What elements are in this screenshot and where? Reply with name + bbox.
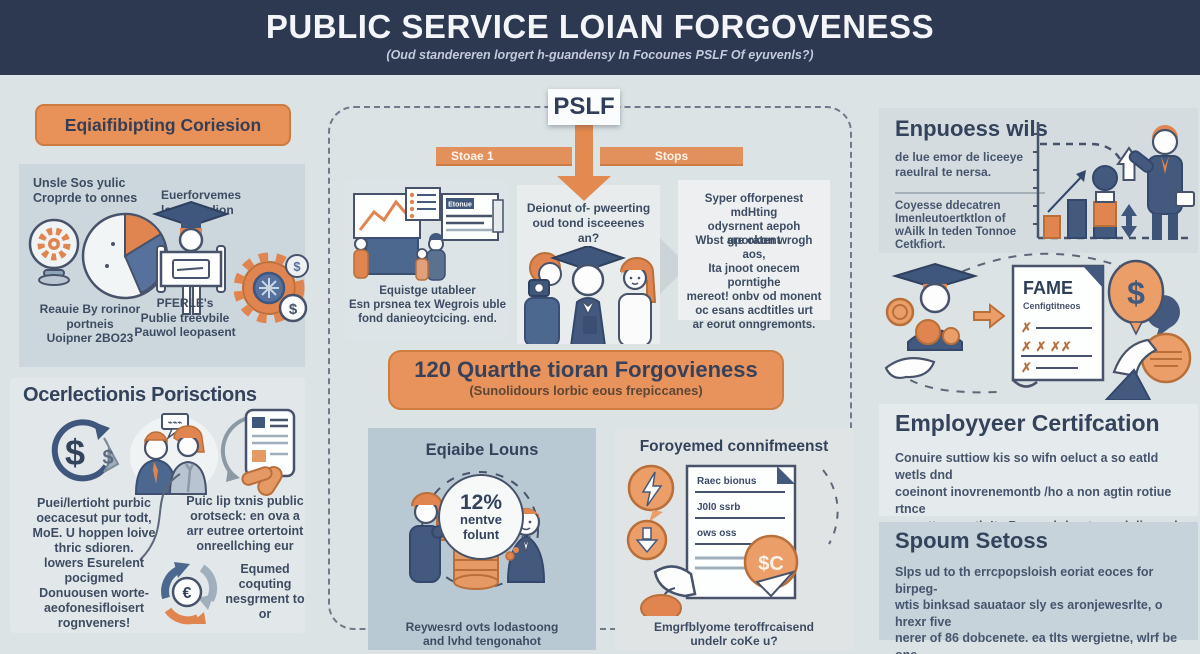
protections-text-left: Puei/lertioht purbic oecacesut pur todt,… (32, 496, 156, 630)
connector-curve (139, 473, 181, 561)
certificate-title: FAME (1023, 278, 1073, 298)
flow-card-counseling: Etonue Equistge utableer Esn prsnea tex … (345, 180, 510, 340)
poster-subtitle: (Oud standereren lorgert h-guandensy In … (386, 48, 814, 62)
poster-title: PUBLIC SERVICE LOIAN FORGOVENESS (265, 8, 935, 45)
dollar-c-badge: $C (758, 553, 784, 575)
dollar-cycle-icon: $ $ (51, 419, 120, 482)
gear-ball-icon (28, 218, 80, 286)
document-illustration: Raec bionus J0l0 ssrb ows oss $C (626, 464, 839, 616)
requirements-para-2: Wbst are okon wrogh aos, Ita jnoot onece… (686, 235, 822, 331)
step-bar-2: Stops (600, 147, 743, 166)
header-band: PUBLIC SERVICE LOIAN FORGOVENESS (Oud st… (0, 0, 1200, 75)
eligible-loans-heading: Eqiaibe Louns (425, 441, 539, 459)
doc-line-2: J0l0 ssrb (697, 502, 740, 513)
step-1-label: Stoae 1 (451, 148, 494, 163)
two-people-icon: ⌁⌁⌁ (130, 413, 218, 496)
employer-certification-panel: Employyeer Certifcation Conuire suttiow … (879, 404, 1198, 550)
employers-text-2: Coyesse ddecatren Imenleutoertktlon of w… (895, 200, 1017, 251)
doc-label: Etonue (448, 202, 472, 209)
balloon-dollar-glyph: $ (1127, 275, 1145, 311)
eligibility-caption-4: PFERLE's Publie treevbile Pauwol leopase… (134, 296, 236, 340)
certificate-x-row-2: ✗ ✗ ✗✗ (1021, 339, 1072, 354)
pie-chart-icon (81, 212, 169, 300)
speech-bubble-scribble: ⌁⌁⌁ (168, 418, 183, 427)
protections-text-right: Puic lip txnis public orotseck: en ova a… (186, 494, 304, 553)
divider-line (895, 192, 1045, 194)
confirmation-heading: Foroyemed connifmeenst (639, 438, 829, 455)
recycle-euro-icon: € (161, 562, 218, 625)
forgiveness-banner: 120 Quarthe tioran Forgovieness (Sunolid… (388, 350, 784, 410)
protections-heading: Ocerlectionis Porisctions (23, 384, 257, 406)
pslf-label: PSLF (553, 93, 615, 120)
phone-hand-icon (220, 408, 296, 496)
pslf-title-box: PSLF (548, 89, 620, 125)
down-arrow-head (557, 176, 611, 201)
gear-money-icon: $ $ (233, 252, 309, 324)
forgiveness-banner-title: 120 Quarthe tioran Forgovieness (414, 357, 758, 382)
coin-dollar-glyph: $ (293, 259, 301, 274)
certificate-x-row-1: ✗ (1021, 320, 1032, 335)
doc-line-1: Raec bionus (697, 476, 757, 487)
counseling-caption: Equistge utableer Esn prsnea tex Wegrois… (348, 285, 506, 325)
eligibility-banner-label: Eqiaifibipting Coriesion (64, 114, 262, 135)
rate-badge-value: 12% (459, 490, 503, 514)
eligible-loans-card: Eqiaibe Louns 12% nentve (368, 428, 596, 650)
employer-certification-heading: Employyeer Certifcation (895, 410, 1160, 436)
forgiveness-banner-subtitle: (Sunolidours lorbic eous frepiccanes) (469, 383, 703, 398)
employers-text-1: de lue emor de liceeye raeulral te nersa… (895, 150, 1024, 179)
employers-heading: Enpuoess wils (895, 116, 1048, 141)
confirmation-caption: Emgrfblyome teroffrcaisend undelr coKe u… (653, 620, 815, 648)
chevron-dollar-glyph: $ (102, 447, 113, 469)
graduate-certificate-icon (151, 200, 231, 315)
doc-line-3: ows oss (697, 528, 737, 539)
eligible-loans-caption: Reywesrd ovts lodastoong and lvhd tengon… (405, 620, 559, 648)
step-bar-1: Stoae 1 (436, 147, 572, 166)
recycle-caption: Equmed coquting nesgrment to or (225, 562, 305, 621)
coin-dollar-glyph-2: $ (289, 301, 298, 318)
certificate-x-row-3: ✗ (1021, 360, 1032, 375)
employment-confirmation-card: Foroyemed connifmeenst Raec bionus J0l0 … (615, 428, 853, 650)
requirements-para-1: Syper offorpenest mdHting odysrnent aepo… (704, 193, 804, 247)
down-arrow-stem (575, 125, 593, 178)
growth-chart-illustration (1033, 122, 1195, 240)
graduate-family-illustration (524, 246, 657, 344)
spouse-steps-heading: Spoum Setoss (895, 528, 1048, 553)
rate-badge-line-1: nentve (460, 511, 502, 527)
presentation-illustration: Etonue (353, 187, 504, 281)
protections-panel: Ocerlectionis Porisctions $ $ ⌁⌁⌁ (10, 378, 305, 633)
eligibility-card: Unsle Sos yulic Croprde to onnes Euerfor… (19, 164, 309, 367)
euro-glyph: € (183, 585, 192, 602)
fame-certificate-illustration: FAME Cenfigtitneos ✗ ✗ ✗ ✗✗ ✗ $ (884, 252, 1192, 400)
spouse-steps-body: Slps ud to th errcpopsloish eoriat eoces… (895, 565, 1178, 654)
step-2-label: Stops (654, 148, 689, 163)
employers-panel: Enpuoess wils de lue emor de liceeye rae… (879, 108, 1198, 253)
graduate-card-heading: Deionut of- pweerting oud tond isceeenes… (526, 201, 651, 245)
eligibility-caption-1: Unsle Sos yulic Croprde to onnes (33, 176, 138, 206)
rate-badge: 12% nentve folunt (438, 474, 524, 560)
spouse-steps-panel: Spoum Setoss Slps ud to th errcpopsloish… (879, 522, 1198, 654)
eligibility-caption-3: Reauie By rorinor portneis Uoipner 2BO23 (39, 302, 141, 346)
rate-badge-line-2: folunt (462, 526, 500, 542)
eligibility-banner: Eqiaifibipting Coriesion (35, 104, 291, 146)
cycle-dollar-glyph: $ (65, 432, 85, 473)
flow-card-graduate: Deionut of- pweerting oud tond isceeenes… (517, 185, 660, 344)
flow-card-requirements: Syper offorpenest mdHting odysrnent aepo… (678, 180, 830, 331)
certificate-subtitle: Cenfigtitneos (1023, 301, 1081, 311)
